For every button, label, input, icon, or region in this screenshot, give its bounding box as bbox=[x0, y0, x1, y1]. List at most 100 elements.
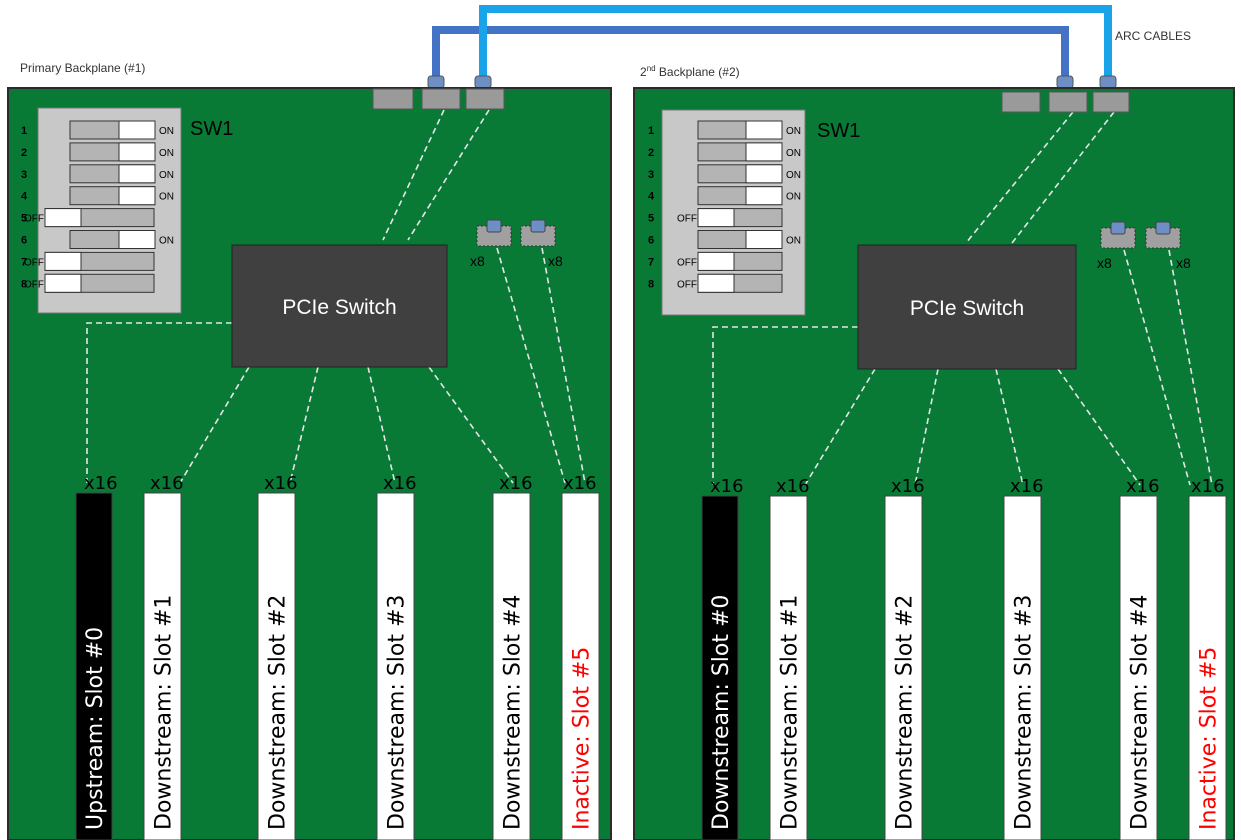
x8-connector-plug bbox=[530, 219, 546, 233]
dip-state: ON bbox=[159, 192, 174, 203]
dip-state: OFF bbox=[677, 279, 697, 290]
slot-name: Downstream: Slot #1 bbox=[152, 595, 177, 830]
slot-name: Downstream: Slot #4 bbox=[501, 595, 526, 830]
arc-connector bbox=[421, 88, 461, 110]
dip-toggle bbox=[697, 208, 735, 228]
dip-number: 2 bbox=[648, 147, 654, 159]
slot-connector bbox=[143, 492, 182, 840]
slot-width-label: x16 bbox=[1010, 476, 1044, 497]
slot-connector bbox=[884, 495, 923, 840]
dip-number: 6 bbox=[21, 235, 27, 247]
x8-connector-plug bbox=[1110, 221, 1126, 235]
dip-state: ON bbox=[159, 148, 174, 159]
dip-state: ON bbox=[159, 170, 174, 181]
slot-connector bbox=[257, 492, 296, 840]
dip-toggle bbox=[118, 230, 156, 249]
cable-plug bbox=[1099, 75, 1117, 89]
dip-number: 2 bbox=[21, 147, 27, 159]
dip-number: 5 bbox=[648, 213, 654, 225]
slot-name: Upstream: Slot #0 bbox=[83, 627, 108, 830]
signal-trace bbox=[1123, 249, 1191, 486]
slot-connector bbox=[492, 492, 531, 840]
slot-width-label: x16 bbox=[1126, 476, 1160, 497]
slot-width-label: x16 bbox=[1191, 476, 1225, 497]
dip-position-4[interactable]: 4 ON bbox=[21, 186, 174, 206]
dip-toggle bbox=[44, 273, 82, 293]
slot-width-label: x16 bbox=[84, 473, 118, 494]
dip-number: 1 bbox=[648, 125, 654, 137]
slot-name: Inactive: Slot #5 bbox=[570, 647, 595, 830]
slot-name: Downstream: Slot #2 bbox=[266, 595, 291, 830]
slot-width-label: x16 bbox=[383, 473, 417, 494]
dip-position-1[interactable]: 1 ON bbox=[648, 120, 801, 140]
upstream-trace bbox=[712, 326, 858, 485]
slot-width-label: x16 bbox=[891, 476, 925, 497]
dip-state: OFF bbox=[24, 257, 44, 268]
dip-position-8[interactable]: 8 OFF bbox=[648, 273, 783, 293]
pcie-switch bbox=[231, 244, 448, 368]
signal-trace bbox=[382, 109, 445, 241]
slot-connector bbox=[769, 495, 808, 840]
dip-toggle bbox=[44, 208, 82, 228]
second-backplane-label: 2nd Backplane (#2) bbox=[640, 64, 740, 79]
cable-plug bbox=[474, 75, 492, 89]
dip-position-5[interactable]: 5 OFF bbox=[648, 208, 783, 228]
x8-label: x8 bbox=[1097, 255, 1112, 271]
dip-toggle bbox=[118, 120, 156, 140]
dip-number: 3 bbox=[648, 169, 654, 181]
dip-number: 8 bbox=[648, 278, 654, 290]
arc-connector bbox=[1048, 91, 1088, 113]
dip-number: 4 bbox=[21, 191, 28, 203]
dip-position-3[interactable]: 3 ON bbox=[648, 164, 801, 184]
slot-name: Downstream: Slot #3 bbox=[385, 595, 410, 830]
dip-state: ON bbox=[159, 126, 174, 137]
dip-state: ON bbox=[786, 170, 801, 181]
signal-trace bbox=[179, 366, 250, 484]
dip-state: OFF bbox=[677, 214, 697, 225]
slot-connector bbox=[1119, 495, 1158, 840]
dip-number: 5 bbox=[21, 213, 27, 225]
signal-trace bbox=[496, 247, 566, 484]
dip-state: ON bbox=[159, 236, 174, 247]
dip-toggle bbox=[118, 186, 156, 206]
cable-plug bbox=[1056, 75, 1074, 89]
signal-trace bbox=[407, 109, 490, 241]
dip-number: 8 bbox=[21, 278, 27, 290]
dip-toggle bbox=[118, 142, 156, 162]
signal-trace bbox=[804, 368, 876, 486]
dip-state: OFF bbox=[24, 279, 44, 290]
dip-position-6[interactable]: 6 ON bbox=[21, 230, 174, 249]
slot-connector bbox=[1003, 495, 1042, 840]
slot-width-label: x16 bbox=[710, 476, 744, 497]
dip-number: 7 bbox=[648, 256, 654, 268]
x8-label: x8 bbox=[470, 253, 485, 269]
dip-toggle bbox=[745, 186, 783, 206]
dip-toggle bbox=[44, 251, 82, 271]
dip-state: ON bbox=[786, 126, 801, 137]
dip-position-2[interactable]: 2 ON bbox=[21, 142, 174, 162]
slot-width-label: x16 bbox=[776, 476, 810, 497]
arc-connector bbox=[372, 88, 414, 110]
upstream-trace bbox=[86, 322, 232, 483]
slot-connector bbox=[561, 492, 600, 840]
